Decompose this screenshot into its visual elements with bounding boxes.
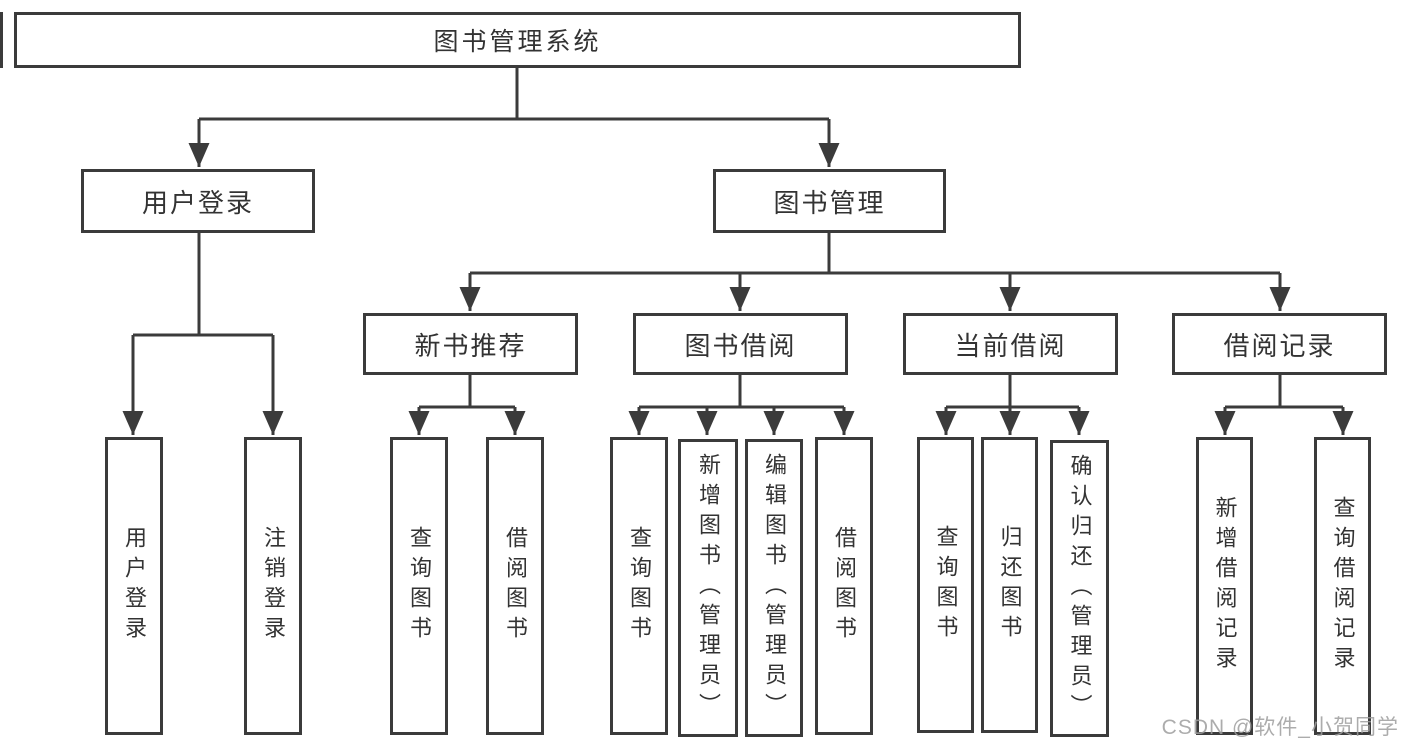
leaf-borrow-query-book: 查询图书 bbox=[610, 437, 668, 735]
clipped-box-edge bbox=[0, 12, 3, 68]
node-book-borrow: 图书借阅 bbox=[633, 313, 848, 375]
connector-root-fork bbox=[188, 68, 840, 167]
leaf-records-query-record: 查询借阅记录 bbox=[1314, 437, 1371, 735]
leaf-borrow-edit-book-admin: 编辑图书（管理员） bbox=[745, 439, 803, 737]
node-user-login: 用户登录 bbox=[81, 169, 315, 233]
leaf-borrow-borrow-book: 借阅图书 bbox=[815, 437, 873, 735]
node-new-book-recommend: 新书推荐 bbox=[363, 313, 578, 375]
leaf-current-confirm-return-admin: 确认归还（管理员） bbox=[1050, 440, 1109, 737]
leaf-user-login: 用户登录 bbox=[105, 437, 163, 735]
node-root-library-system: 图书管理系统 bbox=[14, 12, 1021, 68]
connector-current-borrow-fork bbox=[935, 375, 1090, 435]
connector-book-management-fork bbox=[459, 233, 1291, 311]
leaf-recommend-query-book: 查询图书 bbox=[390, 437, 448, 735]
watermark: CSDN @软件_小贺同学 bbox=[1161, 716, 1399, 739]
connector-recommend-fork bbox=[408, 375, 526, 435]
leaf-recommend-borrow-book: 借阅图书 bbox=[486, 437, 544, 735]
connector-book-borrow-fork bbox=[628, 375, 855, 435]
connector-user-login-fork bbox=[122, 233, 284, 435]
connector-borrow-records-fork bbox=[1214, 375, 1354, 435]
leaf-current-query-book: 查询图书 bbox=[917, 437, 974, 733]
leaf-current-return-book: 归还图书 bbox=[981, 437, 1038, 733]
node-borrow-records: 借阅记录 bbox=[1172, 313, 1387, 375]
leaf-records-add-record: 新增借阅记录 bbox=[1196, 437, 1253, 735]
leaf-logout: 注销登录 bbox=[244, 437, 302, 735]
leaf-borrow-add-book-admin: 新增图书（管理员） bbox=[678, 439, 738, 737]
node-book-management: 图书管理 bbox=[713, 169, 946, 233]
node-current-borrow: 当前借阅 bbox=[903, 313, 1118, 375]
